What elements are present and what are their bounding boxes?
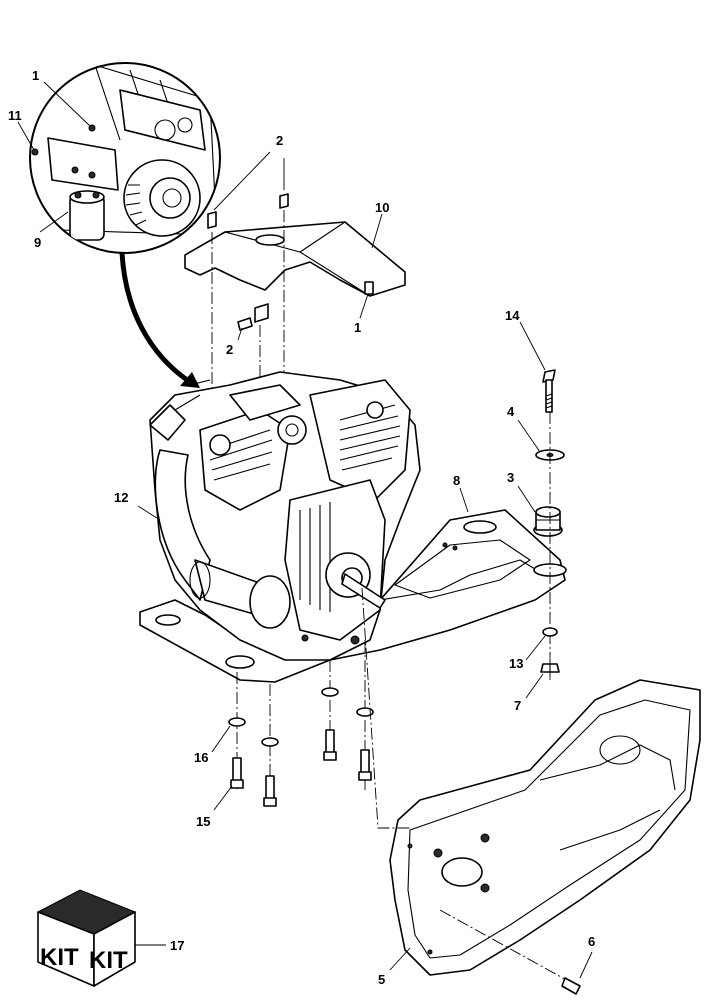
callout-1-inset: 1 — [32, 68, 39, 83]
callout-3: 3 — [507, 470, 514, 485]
kit-label-right: KIT — [89, 947, 128, 974]
callout-13: 13 — [509, 656, 523, 671]
kit-label-left: KIT — [40, 944, 79, 971]
callout-10: 10 — [375, 200, 389, 215]
callout-8: 8 — [453, 473, 460, 488]
callout-leaders — [137, 151, 593, 979]
callout-15: 15 — [196, 814, 210, 829]
cover-screw-top — [279, 158, 289, 209]
callout-12: 12 — [114, 490, 128, 505]
inset-detail — [17, 62, 221, 254]
rubber-isolator — [533, 506, 563, 537]
housing-screw — [561, 977, 581, 995]
mount-bolts-bottom — [228, 640, 374, 807]
isolator-lock-washer — [542, 627, 558, 637]
callout-4: 4 — [507, 404, 515, 419]
callout-9: 9 — [34, 235, 41, 250]
isolator-nut — [540, 663, 560, 673]
callout-16: 16 — [194, 750, 208, 765]
callout-2-cover: 2 — [226, 342, 233, 357]
callout-17: 17 — [170, 938, 184, 953]
callout-numbers: 1 11 9 2 10 1 2 14 4 3 8 12 13 7 16 15 6… — [8, 68, 595, 987]
callout-6: 6 — [588, 934, 595, 949]
callout-5: 5 — [378, 972, 385, 987]
mount-bolt — [542, 369, 556, 413]
engine-assembly — [149, 371, 421, 661]
callout-1-cover: 1 — [354, 320, 361, 335]
engine-cover — [184, 221, 406, 323]
kit-box: KIT KIT — [36, 889, 166, 987]
cover-screw-lower — [237, 317, 253, 331]
callout-2-top: 2 — [276, 133, 283, 148]
cover-screw-left — [207, 211, 217, 229]
belt-housing — [389, 679, 701, 976]
callout-7: 7 — [514, 698, 521, 713]
inset-pointer-arrow — [119, 251, 200, 388]
callout-11: 11 — [8, 108, 22, 123]
engine-mount-plate — [139, 509, 567, 683]
callout-14: 14 — [505, 308, 520, 323]
